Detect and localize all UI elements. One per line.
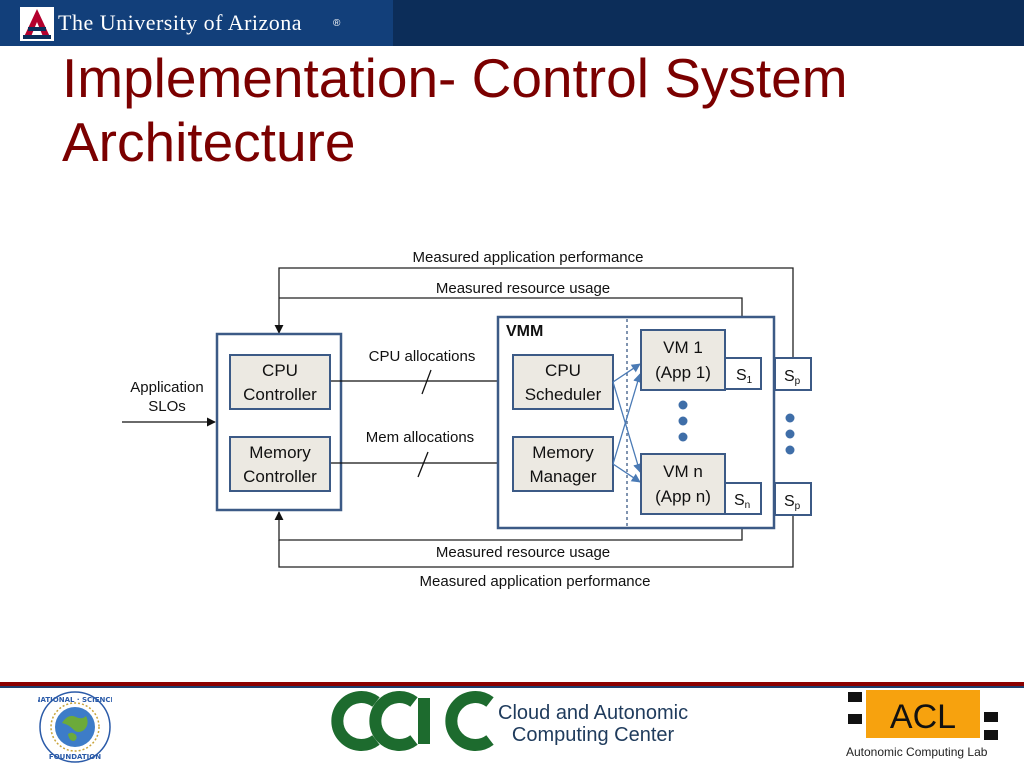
slide-title-line-2: Architecture	[62, 111, 356, 173]
sp-ellipsis-dot	[785, 445, 795, 455]
cac-name-line-2: Computing Center	[511, 724, 675, 746]
vm-ellipsis-dot	[678, 432, 688, 442]
university-banner: The University of Arizona ®	[0, 0, 1024, 46]
mgr-to-vmn-arrow	[612, 463, 641, 483]
s1-sensor-box	[724, 357, 762, 390]
vmn-line-2: (App n)	[655, 487, 711, 506]
memory-controller-line-2: Controller	[243, 467, 317, 486]
sched-to-vm1-arrow	[612, 363, 641, 383]
vmn-line-1: VM n	[663, 462, 703, 481]
vmn-box	[640, 453, 726, 515]
vmm-label: VMM	[506, 323, 543, 340]
cac-name: Cloud and Autonomic Computing Center	[498, 702, 688, 746]
registered-mark: ®	[333, 18, 341, 29]
vm-ellipsis-dot	[678, 416, 688, 426]
cpu-allocation-tick	[421, 369, 432, 395]
vm1-box	[640, 329, 726, 391]
input-label-line-2: SLOs	[148, 398, 186, 415]
cac-logo-icon	[331, 691, 494, 751]
sp-ellipsis-dot	[785, 413, 795, 423]
cpu-controller-line-2: Controller	[243, 385, 317, 404]
memory-manager-line-1: Memory	[532, 443, 594, 462]
acl-logo-text: ACL	[890, 698, 956, 736]
cpu-controller-line-1: CPU	[262, 361, 298, 380]
sp-top-sensor-label: Sp	[784, 368, 801, 387]
svg-text:FOUNDATION: FOUNDATION	[49, 753, 101, 761]
acl-caption: Autonomic Computing Lab	[846, 745, 988, 759]
s1-sensor-label: S1	[736, 367, 753, 386]
top-performance-loop	[274, 267, 794, 370]
bottom-performance-loop	[278, 516, 794, 568]
nsf-seal-logo-icon: NATIONAL · SCIENCE FOUNDATION	[38, 691, 112, 763]
sp-bottom-sensor-box	[774, 482, 812, 516]
sched-to-vmn-arrow	[612, 381, 643, 473]
input-label-line-1: Application	[130, 379, 203, 396]
acl-logo-icon: ACL	[848, 690, 998, 740]
vm1-line-2: (App 1)	[655, 363, 711, 382]
vm1-line-1: VM 1	[663, 338, 703, 357]
bottom-resource-label: Measured resource usage	[436, 544, 610, 561]
memory-allocation-label: Mem allocations	[366, 429, 474, 446]
sn-sensor-box	[724, 482, 762, 515]
top-performance-label: Measured application performance	[413, 249, 644, 266]
memory-allocation-tick	[417, 451, 429, 478]
footer-divider-secondary	[0, 686, 1024, 688]
mgr-to-vm1-arrow	[612, 373, 643, 465]
slide-title: Implementation- Control System Architect…	[62, 46, 1002, 174]
top-resource-label: Measured resource usage	[436, 280, 610, 297]
sp-ellipsis-dot	[785, 429, 795, 439]
memory-manager-line-2: Manager	[529, 467, 596, 486]
university-name: The University of Arizona	[58, 10, 303, 35]
cpu-scheduler-box	[512, 354, 614, 410]
cpu-allocation-label: CPU allocations	[369, 348, 476, 365]
cpu-scheduler-line-2: Scheduler	[525, 385, 602, 404]
cpu-scheduler-line-1: CPU	[545, 361, 581, 380]
slide-title-line-1: Implementation- Control System	[62, 47, 848, 109]
bottom-performance-label: Measured application performance	[420, 573, 651, 590]
memory-controller-box	[229, 436, 331, 492]
sp-top-sensor-box	[774, 357, 812, 391]
sp-bottom-sensor-label: Sp	[784, 493, 801, 512]
banner-brand-area	[0, 0, 393, 46]
vm-ellipsis-dot	[678, 400, 688, 410]
university-a-logo-icon	[20, 7, 54, 41]
cpu-controller-box	[229, 354, 331, 410]
cac-name-line-1: Cloud and Autonomic	[498, 702, 689, 724]
memory-controller-line-1: Memory	[249, 443, 311, 462]
svg-text:NATIONAL · SCIENCE: NATIONAL · SCIENCE	[38, 696, 112, 704]
sn-sensor-label: Sn	[734, 492, 750, 511]
footer-divider	[0, 682, 1024, 686]
